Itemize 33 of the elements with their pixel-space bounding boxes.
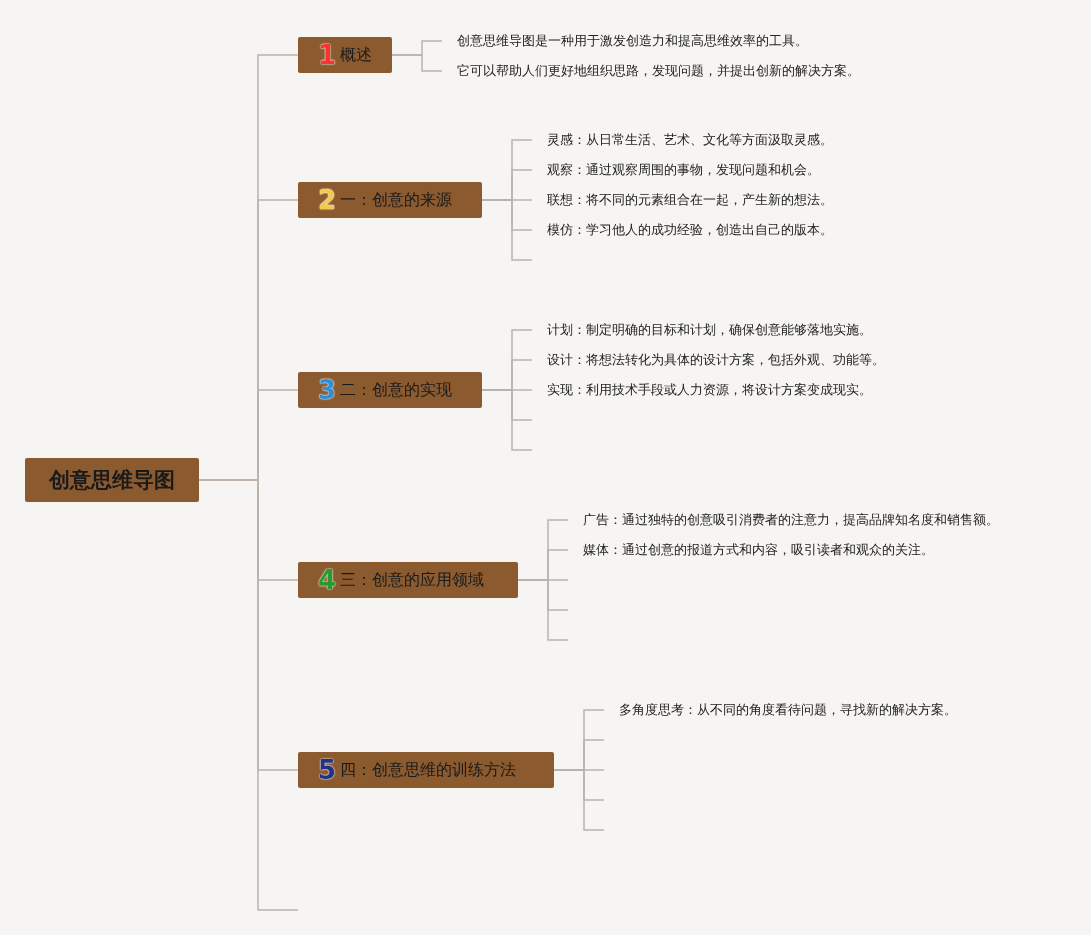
connector-line [517,579,569,641]
topic-title: 二：创意的实现 [340,379,453,401]
subtopic-text: 它可以帮助人们更好地组织思路，发现问题，并提出创新的解决方案。 [442,56,860,86]
subtopic-text: 多角度思考：从不同的角度看待问题，寻找新的解决方案。 [604,695,957,725]
topic-title: 一：创意的来源 [340,189,453,211]
topic-number: 3 [318,375,337,405]
subtopic-text: 模仿：学习他人的成功经验，创造出自己的版本。 [532,215,833,245]
connector-line [553,769,605,831]
subtopic-text: 联想：将不同的元素组合在一起，产生新的想法。 [532,185,833,215]
topic-number: 1 [318,40,337,70]
central-topic-box: 创意思维导图 [25,458,199,502]
topic-number: 4 [318,565,337,595]
topic-box [298,562,518,598]
subtopic-text: 灵感：从日常生活、艺术、文化等方面汲取灵感。 [532,125,833,155]
subtopic-text: 广告：通过独特的创意吸引消费者的注意力，提高品牌知名度和销售额。 [568,505,999,535]
topic-box [298,182,482,218]
connector-line [481,199,533,261]
subtopic-text: 设计：将想法转化为具体的设计方案，包括外观、功能等。 [532,345,885,375]
subtopic-text: 创意思维导图是一种用于激发创造力和提高思维效率的工具。 [442,26,808,56]
subtopic-text: 计划：制定明确的目标和计划，确保创意能够落地实施。 [532,315,872,345]
topic-title: 概述 [340,44,373,66]
subtopic-text: 观察：通过观察周围的事物，发现问题和机会。 [532,155,820,185]
topic-number: 5 [318,755,337,785]
subtopic-text: 实现：利用技术手段或人力资源，将设计方案变成现实。 [532,375,872,405]
topic-title: 四：创意思维的训练方法 [340,759,517,781]
connector-line [481,389,533,451]
topic-box [298,372,482,408]
topic-box [298,752,554,788]
topic-title: 三：创意的应用领域 [340,569,485,591]
topic-number: 2 [318,185,337,215]
connector-line [391,54,443,72]
subtopic-text: 媒体：通过创意的报道方式和内容，吸引读者和观众的关注。 [568,535,934,565]
topic-box [298,37,392,73]
